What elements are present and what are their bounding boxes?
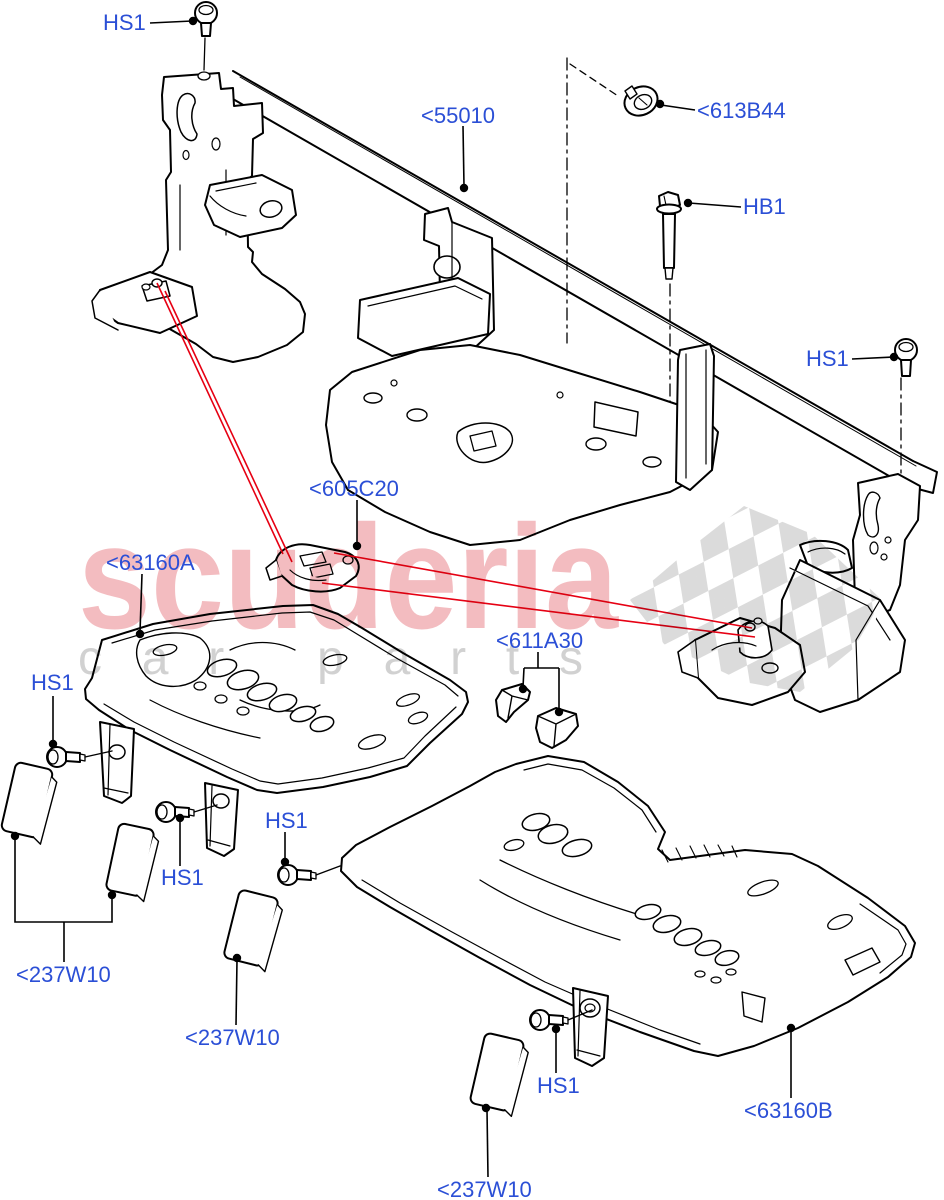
grommet-613b44 [623, 85, 659, 117]
striker-605c20 [265, 543, 360, 593]
part-label-hb1: HB1 [743, 194, 786, 219]
part-label-63160a: <63160A [106, 550, 195, 575]
spacer-pad-4 [469, 1032, 529, 1118]
part-label-55010: <55010 [421, 103, 496, 128]
part-label-hs1-top-left: HS1 [103, 10, 146, 35]
bolt-hb1 [656, 191, 682, 280]
screw-hs1-top-left [194, 1, 218, 37]
crossmember-center-bracket [325, 207, 719, 546]
part-label-237w10-2: <237W10 [185, 1025, 280, 1050]
part-label-hs1-mid-center: HS1 [161, 865, 204, 890]
screw-hs1-bottom [529, 1009, 593, 1031]
part-label-hs1-right: HS1 [806, 346, 849, 371]
leader-lines [10, 16, 899, 1178]
screw-hs1-right-top [894, 338, 918, 377]
seat-frame-63160b [340, 755, 916, 1067]
part-label-611a30: <611A30 [496, 628, 584, 653]
crossmember-left-bracket [91, 71, 306, 363]
spacer-pad-1 [0, 761, 58, 845]
part-label-605c20: <605C20 [309, 476, 399, 501]
seat-frame-63160a [84, 604, 469, 857]
part-label-613b44: <613B44 [697, 98, 786, 123]
watermark-brand-text: scuderia [78, 495, 619, 660]
screw-hs1-mid-right [277, 864, 341, 886]
part-label-hs1-bottom: HS1 [537, 1073, 580, 1098]
part-label-hs1-mid-right: HS1 [265, 808, 308, 833]
watermark-subtitle-text: car parts [78, 632, 623, 685]
part-label-63160b: <63160B [744, 1098, 833, 1123]
screw-hs1-mid-left [46, 746, 113, 768]
part-label-237w10-3: <237W10 [437, 1177, 532, 1200]
watermark: scuderia car parts [78, 495, 882, 692]
checkered-flag-graphic [630, 506, 882, 692]
part-label-hs1-mid-left: HS1 [31, 670, 74, 695]
part-label-237w10-1: <237W10 [16, 962, 111, 987]
spacer-pad-2 [105, 822, 160, 903]
corner-covers-611a30 [495, 683, 579, 749]
spacer-pad-3 [223, 889, 283, 973]
